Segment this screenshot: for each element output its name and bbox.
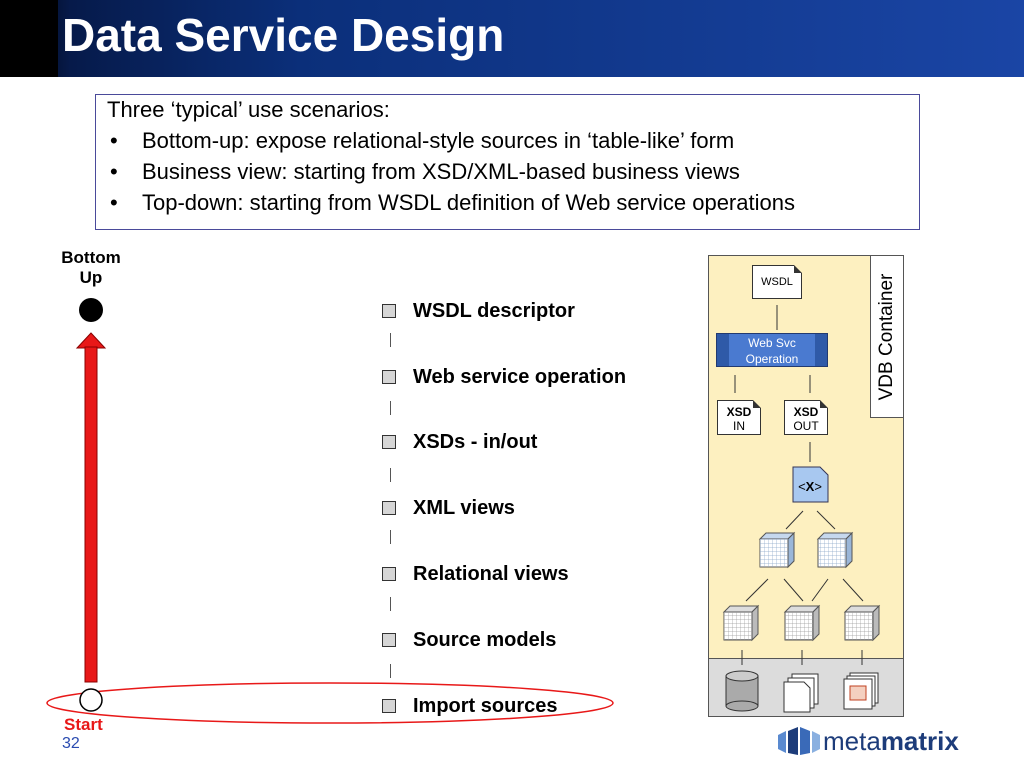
vdb-diagram-graphic: <X>: [722, 305, 881, 713]
bullet-icon: •: [110, 128, 118, 153]
source-model-cube-icon: [783, 604, 821, 642]
step-wsdl-descriptor: WSDL descriptor: [382, 296, 575, 326]
scenario-item-top-down: Top-down: starting from WSDL definition …: [142, 190, 795, 215]
scenario-box: Three ‘typical’ use scenarios: • Bottom-…: [95, 94, 920, 230]
title-bar: [0, 0, 1024, 77]
step-square-icon: [382, 633, 396, 647]
websvc-line2: Operation: [745, 352, 799, 366]
step-connector: [390, 468, 391, 482]
relational-view-cube-icon: [758, 531, 796, 569]
xsd-in-document-icon: XSD IN: [717, 400, 761, 435]
step-square-icon: [382, 370, 396, 384]
end-dot-icon: [79, 298, 103, 322]
step-square-icon: [382, 501, 396, 515]
relational-view-cube-icon: [816, 531, 854, 569]
step-source-models: Source models: [382, 625, 556, 655]
step-connector: [390, 530, 391, 544]
slide-number: 32: [62, 735, 80, 752]
scenario-item-business-view: Business view: starting from XSD/XML-bas…: [142, 159, 740, 184]
metamatrix-logo-text: metamatrix: [823, 726, 959, 756]
step-square-icon: [382, 699, 396, 713]
wsdl-document-icon: WSDL: [752, 265, 802, 299]
step-xml-views: XML views: [382, 493, 515, 523]
start-label: Start: [64, 715, 103, 734]
web-service-operation-box: Web Svc Operation: [716, 333, 828, 367]
step-square-icon: [382, 567, 396, 581]
source-model-cube-icon: [843, 604, 881, 642]
step-relational-views: Relational views: [382, 559, 569, 589]
step-xsds-in-out: XSDs - in/out: [382, 427, 537, 457]
arrow-shaft: [84, 346, 98, 683]
start-dot-icon: [79, 688, 103, 712]
step-web-service-operation: Web service operation: [382, 362, 626, 392]
bottom-up-label-line2: Up: [79, 268, 103, 287]
xsd-out-document-icon: XSD OUT: [784, 400, 828, 435]
bottom-up-label: Bottom Up: [52, 248, 130, 288]
bullet-icon: •: [110, 159, 118, 184]
step-import-sources: Import sources: [382, 691, 557, 721]
xml-document-icon: <X>: [792, 466, 829, 503]
spreadsheet-stack-icon: [843, 672, 879, 710]
page-title: Data Service Design: [62, 9, 505, 61]
scenario-heading: Three ‘typical’ use scenarios:: [107, 97, 390, 122]
step-square-icon: [382, 304, 396, 318]
source-model-cube-icon: [722, 604, 760, 642]
vdb-container-tab: [870, 255, 904, 418]
bullet-icon: •: [110, 190, 118, 215]
svg-text:<X>: <X>: [798, 479, 822, 494]
step-connector: [390, 597, 391, 611]
bottom-up-label-line1: Bottom: [61, 248, 121, 267]
arrow-head-icon: [75, 332, 107, 349]
step-connector: [390, 664, 391, 678]
bottom-up-arrow-graphic: [46, 298, 614, 724]
step-square-icon: [382, 435, 396, 449]
import-sources-highlight-ellipse: [46, 682, 614, 724]
step-connector: [390, 401, 391, 415]
database-icon: [725, 670, 759, 712]
scenario-item-bottom-up: Bottom-up: expose relational-style sourc…: [142, 128, 735, 153]
documents-icon: [783, 673, 819, 713]
websvc-line1: Web Svc: [748, 336, 796, 350]
metamatrix-logo: metamatrix: [776, 725, 959, 757]
metamatrix-logo-icon: [778, 727, 820, 755]
step-connector: [390, 333, 391, 347]
